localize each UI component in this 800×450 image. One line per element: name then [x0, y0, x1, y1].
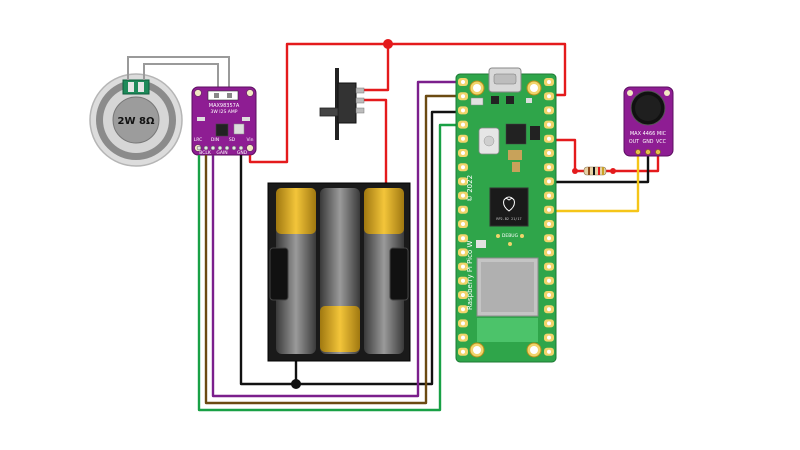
pin-hole: [547, 165, 551, 170]
amp-pin-lrc: LRC: [194, 137, 203, 143]
pico-w-board: RP2-B2 21/17 DEBUG Raspberry Pi Pico W ©…: [455, 67, 557, 363]
battery-terminal: [320, 306, 360, 352]
pin-hole: [547, 349, 551, 354]
amp-pin-gain: GAIN: [216, 150, 227, 156]
microphone-board: MAX 4466 MIC OUT GND VCC: [623, 86, 674, 157]
pico-pins-right: [544, 78, 554, 356]
chip-marking: RP2-B2 21/17: [496, 217, 521, 221]
pin-hole: [461, 136, 465, 141]
pin-hole: [547, 108, 551, 113]
mic-pin-out: OUT: [629, 139, 639, 145]
pin-hole: [547, 80, 551, 84]
pin-hole: [461, 222, 465, 226]
amp-pin-bclk: BCLK: [199, 150, 212, 156]
mic-pin-vcc: VCC: [656, 139, 667, 145]
pin-hole: [461, 207, 465, 212]
amplifier-subtitle: 3W I2S AMP: [211, 109, 238, 115]
pin-hole: [547, 321, 551, 326]
raspberry-logo-icon: [503, 196, 515, 212]
pin-hole: [547, 335, 551, 340]
speaker-wires: [127, 56, 230, 90]
pin-hole: [461, 108, 465, 113]
battery-terminal: [276, 188, 316, 234]
board-name: Raspberry Pi Pico W: [466, 241, 474, 310]
pin-hole: [547, 278, 551, 283]
slide-switch: [319, 68, 365, 140]
pin-hole: [461, 151, 465, 155]
amp-pin-gnd: GND: [237, 150, 248, 156]
pin-hole: [461, 250, 465, 255]
pin-hole: [461, 264, 465, 269]
pin-hole: [547, 264, 551, 269]
speaker: 2W 8Ω: [89, 73, 183, 167]
amplifier-title: MAX98357A: [209, 103, 240, 109]
pin-hole: [547, 236, 551, 241]
pin-hole: [461, 122, 465, 127]
pin-hole: [547, 250, 551, 255]
pin-hole: [461, 349, 465, 354]
microphone-title: MAX 4466 MIC: [630, 131, 667, 137]
pin-hole: [547, 122, 551, 127]
pin-hole: [461, 335, 465, 340]
amplifier-board: MAX98357A 3W I2S AMP LRC DIN SD Vin BCLK…: [191, 86, 257, 156]
pin-hole: [461, 307, 465, 312]
pin-hole: [461, 236, 465, 241]
pin-hole: [547, 222, 551, 226]
pin-hole: [461, 193, 465, 198]
pin-hole: [547, 293, 551, 297]
rp2040-chip: [489, 187, 529, 227]
junction-node-mic-a: [572, 168, 578, 174]
pin-hole: [461, 321, 465, 326]
speaker-label: 2W 8Ω: [118, 116, 155, 127]
amp-pin-sd: SD: [229, 137, 236, 143]
pin-hole: [547, 136, 551, 141]
pin-hole: [547, 179, 551, 184]
pin-hole: [461, 165, 465, 170]
pin-hole: [547, 207, 551, 212]
pin-hole: [461, 179, 465, 184]
battery-holder: [267, 182, 411, 362]
amp-pin-din: DIN: [211, 137, 219, 143]
pin-hole: [461, 80, 465, 84]
amp-pin-vin: Vin: [246, 137, 253, 143]
board-year: © 2022: [466, 175, 474, 202]
pin-hole: [461, 278, 465, 283]
junction-node-ground: [291, 379, 301, 389]
junction-node-power: [383, 39, 393, 49]
pin-hole: [461, 94, 465, 99]
debug-label: DEBUG: [502, 233, 519, 239]
battery-terminal: [364, 188, 404, 234]
pico-pins-left: [458, 78, 468, 356]
pin-hole: [547, 151, 551, 155]
mic-pin-gnd: GND: [643, 139, 654, 145]
pin-hole: [461, 293, 465, 297]
pin-hole: [547, 193, 551, 198]
pin-hole: [547, 94, 551, 99]
pin-hole: [547, 307, 551, 312]
resistor: [583, 166, 607, 176]
junction-node-mic-b: [610, 168, 616, 174]
